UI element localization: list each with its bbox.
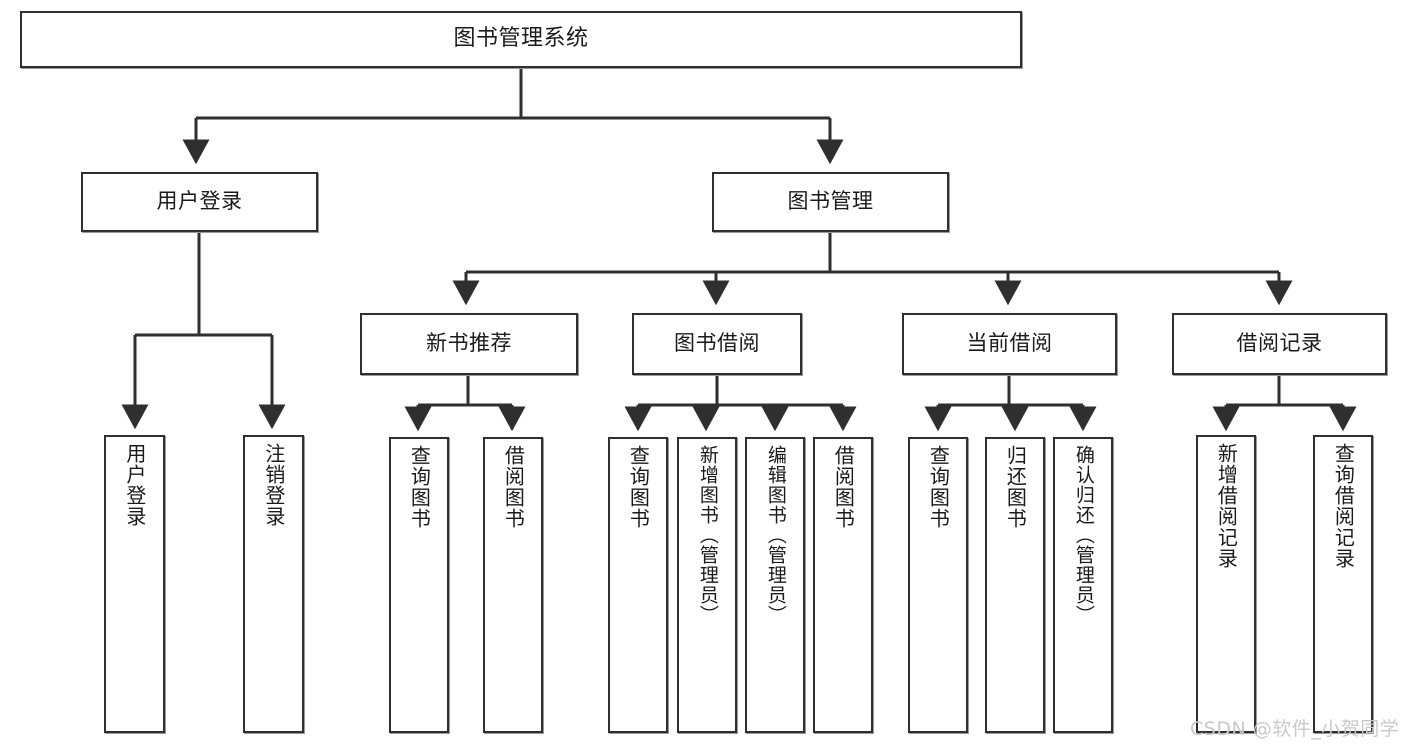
leaf-query-book-current[interactable]: 查询图书 xyxy=(908,437,968,733)
leaf-query-book-recommend[interactable]: 查询图书 xyxy=(389,437,449,733)
node-user-login[interactable]: 用户登录 xyxy=(81,172,318,232)
node-book-borrow[interactable]: 图书借阅 xyxy=(632,313,802,375)
node-label: 借阅图书 xyxy=(501,445,526,529)
leaf-logout[interactable]: 注销登录 xyxy=(243,435,304,733)
node-label: 新书推荐 xyxy=(426,331,512,356)
leaf-add-borrow-record[interactable]: 新增借阅记录 xyxy=(1196,435,1256,733)
leaf-edit-book-admin[interactable]: 编辑图书（管理员） xyxy=(745,437,805,733)
node-current-borrow[interactable]: 当前借阅 xyxy=(902,313,1117,375)
node-label: 确认归还（管理员） xyxy=(1072,445,1095,625)
node-label: 注销登录 xyxy=(261,443,286,527)
node-label: 用户登录 xyxy=(122,443,147,527)
leaf-query-borrow-record[interactable]: 查询借阅记录 xyxy=(1313,435,1373,733)
node-label: 查询图书 xyxy=(926,445,951,529)
node-label: 新增借阅记录 xyxy=(1214,443,1239,569)
node-label: 新增图书（管理员） xyxy=(696,445,719,625)
node-label: 借阅记录 xyxy=(1236,331,1323,356)
node-label: 查询借阅记录 xyxy=(1331,443,1356,569)
node-label: 用户登录 xyxy=(156,189,243,214)
node-label: 图书管理 xyxy=(787,189,874,214)
leaf-query-book-borrow[interactable]: 查询图书 xyxy=(608,437,668,733)
node-borrow-records[interactable]: 借阅记录 xyxy=(1172,313,1387,375)
node-label: 归还图书 xyxy=(1003,445,1028,529)
node-label: 借阅图书 xyxy=(831,445,856,529)
leaf-return-book[interactable]: 归还图书 xyxy=(985,437,1045,733)
node-label: 查询图书 xyxy=(626,445,651,529)
watermark-csdn: CSDN @软件_小贺同学 xyxy=(1190,718,1400,740)
leaf-borrow-book[interactable]: 借阅图书 xyxy=(813,437,873,733)
node-label: 编辑图书（管理员） xyxy=(764,445,787,625)
node-book-management[interactable]: 图书管理 xyxy=(712,172,949,232)
leaf-confirm-return-admin[interactable]: 确认归还（管理员） xyxy=(1053,437,1113,733)
node-root-system[interactable]: 图书管理系统 xyxy=(20,11,1022,68)
leaf-user-login[interactable]: 用户登录 xyxy=(104,435,165,733)
node-label: 查询图书 xyxy=(407,445,432,529)
node-label: 图书借阅 xyxy=(674,331,760,356)
node-new-book-recommend[interactable]: 新书推荐 xyxy=(360,313,578,375)
leaf-add-book-admin[interactable]: 新增图书（管理员） xyxy=(677,437,737,733)
leaf-borrow-book-recommend[interactable]: 借阅图书 xyxy=(483,437,543,733)
node-label: 当前借阅 xyxy=(966,331,1053,356)
node-label: 图书管理系统 xyxy=(453,26,589,52)
